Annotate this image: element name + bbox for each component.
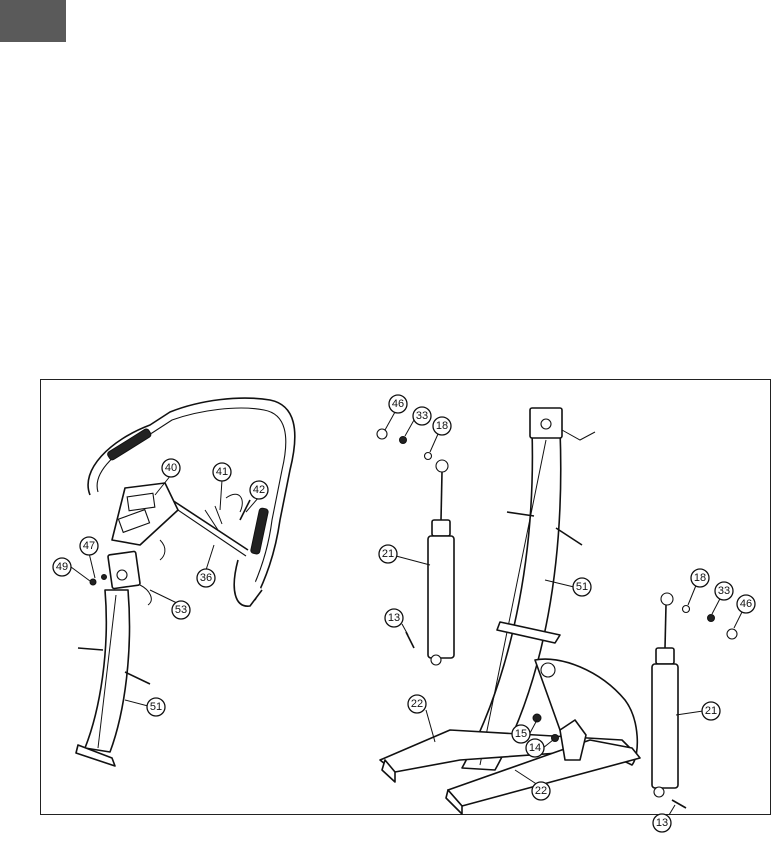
svg-text:18: 18 <box>436 420 448 432</box>
callout-33-top: 33 <box>413 407 431 425</box>
gas-shock-right <box>652 593 737 808</box>
main-upright-post <box>462 408 637 770</box>
callout-36: 36 <box>197 569 215 587</box>
callout-40: 40 <box>162 459 180 477</box>
callout-46-top: 46 <box>389 395 407 413</box>
svg-text:15: 15 <box>515 728 527 740</box>
callout-15: 15 <box>512 725 530 743</box>
callout-41: 41 <box>213 463 231 481</box>
svg-text:13: 13 <box>388 612 400 624</box>
svg-text:21: 21 <box>705 705 717 717</box>
svg-text:14: 14 <box>529 742 541 754</box>
svg-text:46: 46 <box>392 398 404 410</box>
left-upright-post <box>76 551 151 766</box>
svg-text:33: 33 <box>718 585 730 597</box>
svg-text:47: 47 <box>83 540 95 552</box>
svg-text:21: 21 <box>382 548 394 560</box>
callout-47: 47 <box>80 537 98 555</box>
callout-21-right: 21 <box>702 702 720 720</box>
svg-text:41: 41 <box>216 466 228 478</box>
svg-text:51: 51 <box>576 581 588 593</box>
svg-text:36: 36 <box>200 572 212 584</box>
callout-14: 14 <box>526 739 544 757</box>
callout-18-right: 18 <box>691 569 709 587</box>
svg-text:13: 13 <box>656 817 668 829</box>
callout-18-top: 18 <box>433 417 451 435</box>
callout-51-right: 51 <box>573 578 591 596</box>
callout-21-left: 21 <box>379 545 397 563</box>
svg-text:18: 18 <box>694 572 706 584</box>
svg-text:22: 22 <box>411 698 423 710</box>
callout-22-left: 22 <box>408 695 426 713</box>
callout-22-right: 22 <box>532 782 550 800</box>
svg-text:42: 42 <box>253 484 265 496</box>
svg-text:33: 33 <box>416 410 428 422</box>
callout-46-right: 46 <box>737 595 755 613</box>
svg-text:53: 53 <box>175 604 187 616</box>
callout-53: 53 <box>172 601 190 619</box>
svg-text:46: 46 <box>740 598 752 610</box>
callout-13-left: 13 <box>385 609 403 627</box>
svg-text:49: 49 <box>56 561 68 573</box>
callout-42: 42 <box>250 481 268 499</box>
svg-text:40: 40 <box>165 462 177 474</box>
callout-33-right: 33 <box>715 582 733 600</box>
svg-text:51: 51 <box>150 701 162 713</box>
callout-13-right: 13 <box>653 814 671 832</box>
callout-51-left: 51 <box>147 698 165 716</box>
callout-49: 49 <box>53 558 71 576</box>
svg-text:22: 22 <box>535 785 547 797</box>
